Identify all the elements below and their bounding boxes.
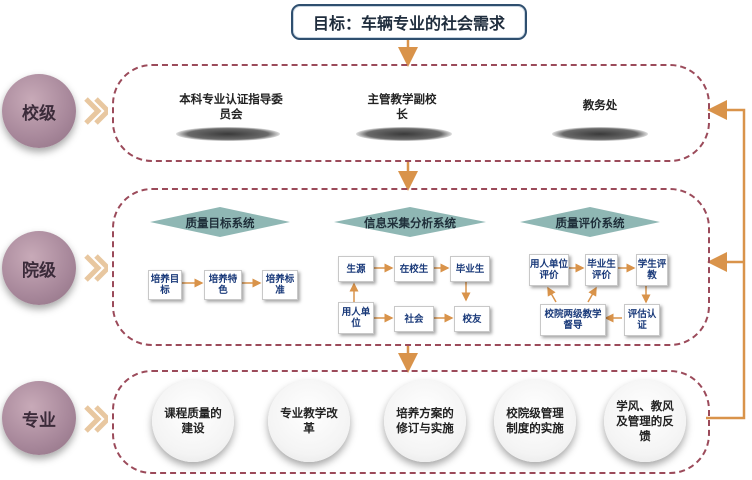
chevron-right-icon	[84, 254, 108, 282]
shadow-ellipse	[176, 127, 280, 141]
chevron-right-icon	[84, 405, 108, 433]
box-training-feature: 培养特色	[204, 270, 242, 300]
system-evaluation: 质量评价系统	[555, 216, 625, 230]
panel-major	[112, 370, 710, 474]
major-item-feedback: 学风、教风及管理的反馈	[604, 380, 686, 462]
box-employer-evaluation: 用人单位评价	[529, 254, 569, 286]
feedback-loop-line	[706, 100, 746, 420]
level-major: 专业	[2, 381, 76, 455]
major-item-teaching-reform: 专业教学改革	[268, 380, 350, 462]
box-graduates: 毕业生	[450, 256, 490, 282]
box-graduate-evaluation: 毕业生评价	[585, 254, 618, 286]
major-item-course-quality: 课程质量的建设	[152, 380, 234, 462]
box-employers: 用人单位	[338, 302, 374, 334]
major-item-management-system: 校院级管理制度的实施	[494, 380, 576, 462]
school-item-committee: 本科专业认证指导委员会	[179, 92, 283, 121]
diamond-quality-goal	[150, 207, 290, 237]
school-item-academic-affairs: 教务处	[582, 98, 618, 112]
major-item-training-plan: 培养方案的修订与实施	[384, 380, 466, 462]
diamond-evaluation	[520, 207, 660, 237]
goal-title: 目标：车辆专业的社会需求	[291, 4, 527, 40]
box-training-goal: 培养目标	[148, 270, 182, 300]
box-two-level-supervision: 校院两级教学督导	[540, 304, 606, 336]
level-college: 院级	[2, 231, 76, 305]
school-item-vice-president: 主管教学副校长	[367, 92, 437, 121]
box-training-standard: 培养标准	[262, 270, 298, 300]
level-school: 校级	[2, 74, 76, 148]
box-current-students: 在校生	[394, 256, 434, 282]
box-alumni: 校友	[454, 306, 490, 332]
chevron-right-icon	[84, 97, 108, 125]
box-student-evaluation: 学生评教	[636, 254, 668, 286]
shadow-ellipse	[552, 127, 648, 141]
box-society: 社会	[394, 306, 434, 332]
system-quality-goal: 质量目标系统	[185, 216, 255, 230]
box-student-source: 生源	[338, 256, 374, 282]
system-info-collect: 信息采集分析系统	[364, 216, 456, 230]
shadow-ellipse	[356, 127, 452, 141]
panel-college	[112, 188, 710, 346]
diamond-info-collect	[334, 207, 486, 237]
panel-school	[112, 64, 710, 162]
box-assessment-certification: 评估认证	[624, 304, 660, 336]
